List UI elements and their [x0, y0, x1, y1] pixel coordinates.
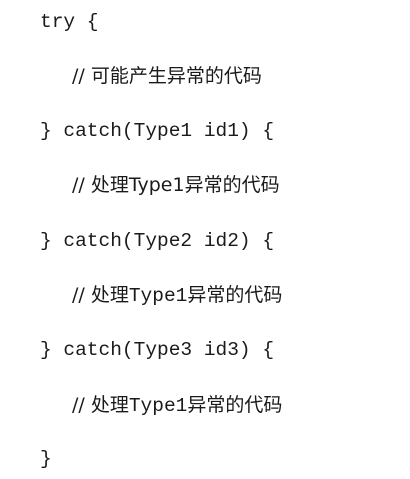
- code-line-comment-handle-1: // 处理Type1异常的代码: [72, 165, 280, 205]
- comment-prefix: // 处理: [72, 174, 129, 196]
- code-line-comment-try-body: // 可能产生异常的代码: [72, 65, 262, 87]
- code-line-closing-brace: }: [40, 448, 52, 470]
- comment-prefix: // 处理: [72, 284, 129, 306]
- comment-type-name: Type1: [128, 174, 185, 196]
- comment-type-name: Type1: [128, 395, 188, 417]
- code-line-catch-type3: } catch(Type3 id3) {: [40, 339, 275, 361]
- code-line-catch-type2: } catch(Type2 id2) {: [40, 230, 275, 252]
- comment-prefix: // 处理: [72, 394, 129, 416]
- comment-suffix: 异常的代码: [187, 284, 283, 306]
- comment-suffix: 异常的代码: [184, 174, 280, 196]
- comment-type-name: Type1: [128, 285, 188, 307]
- code-line-catch-type1: } catch(Type1 id1) {: [40, 120, 275, 142]
- code-line-comment-handle-3: // 处理Type1异常的代码: [72, 385, 282, 425]
- comment-suffix: 异常的代码: [187, 394, 283, 416]
- code-line-try: try {: [40, 11, 99, 33]
- code-line-comment-handle-2: // 处理Type1异常的代码: [72, 275, 282, 315]
